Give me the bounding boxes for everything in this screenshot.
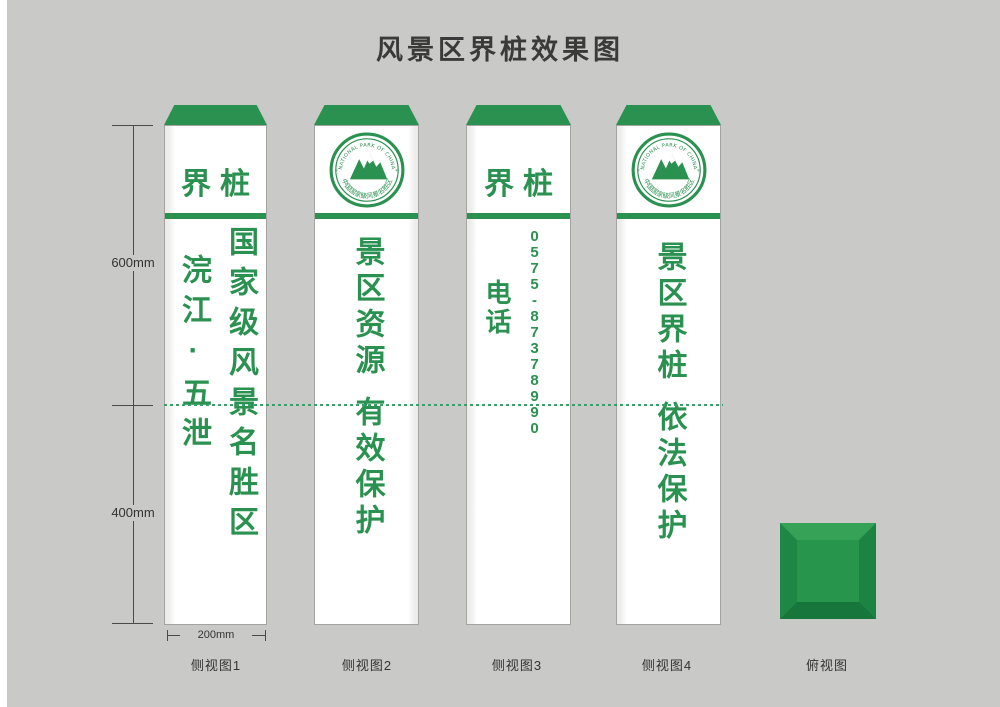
post1-text-left: 浣江·五泄 (177, 254, 210, 457)
post4-text: 景区界桩依法保护 (652, 241, 686, 545)
post-sideview-1: 界桩 国家级风景名胜区 浣江·五泄 (164, 105, 267, 625)
seal-star-left: * (335, 169, 338, 175)
view-label-sideview-4: 侧视图4 (641, 658, 693, 673)
post1-header-text: 界桩 (181, 168, 259, 201)
post-sideview-3: 界桩 0575-87378990 电话 (466, 105, 571, 625)
dimension-tick-top (112, 125, 153, 126)
seal-star-right: * (697, 169, 700, 175)
view-label-sideview-2: 侧视图2 (341, 658, 393, 673)
mountain-icon (349, 154, 387, 180)
post-cap (466, 105, 571, 125)
post4-text-line2: 依法保护 (652, 401, 686, 545)
dimension-tick-ground (112, 405, 153, 406)
national-park-seal-icon: NATIONAL PARK OF CHINA 中国国家级风景名胜区 * * (631, 132, 706, 208)
view-label-topview: 俯视图 (805, 658, 848, 673)
national-park-seal-icon: NATIONAL PARK OF CHINA 中国国家级风景名胜区 * * (329, 132, 404, 208)
seal-bottom-text: 中国国家级风景名胜区 (641, 177, 696, 200)
mountain-icon (651, 154, 689, 180)
post3-phone-number: 0575-87378990 (526, 228, 543, 436)
post2-text-line1: 景区资源 (350, 236, 384, 380)
post2-text-line2: 有效保护 (350, 396, 384, 540)
svg-text:中国国家级风景名胜区: 中国国家级风景名胜区 (339, 177, 394, 200)
post-sideview-2: NATIONAL PARK OF CHINA 中国国家级风景名胜区 * * 景区… (314, 105, 419, 625)
page-left-margin (0, 0, 7, 707)
post-body: NATIONAL PARK OF CHINA 中国国家级风景名胜区 * * 景区… (314, 125, 419, 625)
divider-bar (617, 213, 720, 219)
seal-star-left: * (637, 169, 640, 175)
divider-bar (467, 213, 570, 219)
post-body: 界桩 0575-87378990 电话 (466, 125, 571, 625)
post-cap (164, 105, 267, 125)
width-dimension-tick-left (167, 630, 168, 641)
post3-header-text: 界桩 (484, 168, 562, 201)
view-label-sideview-1: 侧视图1 (190, 658, 242, 673)
divider-bar (165, 213, 266, 219)
seal-star-right: * (395, 169, 398, 175)
post-cap (616, 105, 721, 125)
width-dimension-tick-right (265, 630, 266, 641)
dimension-label-400mm: 400mm (103, 505, 163, 521)
post-cap (314, 105, 419, 125)
top-view-square (780, 523, 876, 619)
svg-text:中国国家级风景名胜区: 中国国家级风景名胜区 (641, 177, 696, 200)
divider-bar (315, 213, 418, 219)
page-title: 风景区界桩效果图 (376, 35, 624, 66)
seal-bottom-text: 中国国家级风景名胜区 (339, 177, 394, 200)
dimension-tick-bottom (112, 623, 153, 624)
post1-text-right: 国家级风景名胜区 (224, 226, 257, 546)
post-body: 界桩 国家级风景名胜区 浣江·五泄 (164, 125, 267, 625)
view-label-sideview-3: 侧视图3 (491, 658, 543, 673)
dimension-label-600mm: 600mm (103, 255, 163, 271)
post4-text-line1: 景区界桩 (652, 241, 686, 385)
dimension-label-200mm: 200mm (180, 628, 252, 642)
post-body: NATIONAL PARK OF CHINA 中国国家级风景名胜区 * * 景区… (616, 125, 721, 625)
post3-phone-label: 电话 (482, 279, 512, 337)
post2-text: 景区资源有效保护 (350, 236, 384, 540)
post-sideview-4: NATIONAL PARK OF CHINA 中国国家级风景名胜区 * * 景区… (616, 105, 721, 625)
ground-level-dashed-line (164, 404, 723, 406)
